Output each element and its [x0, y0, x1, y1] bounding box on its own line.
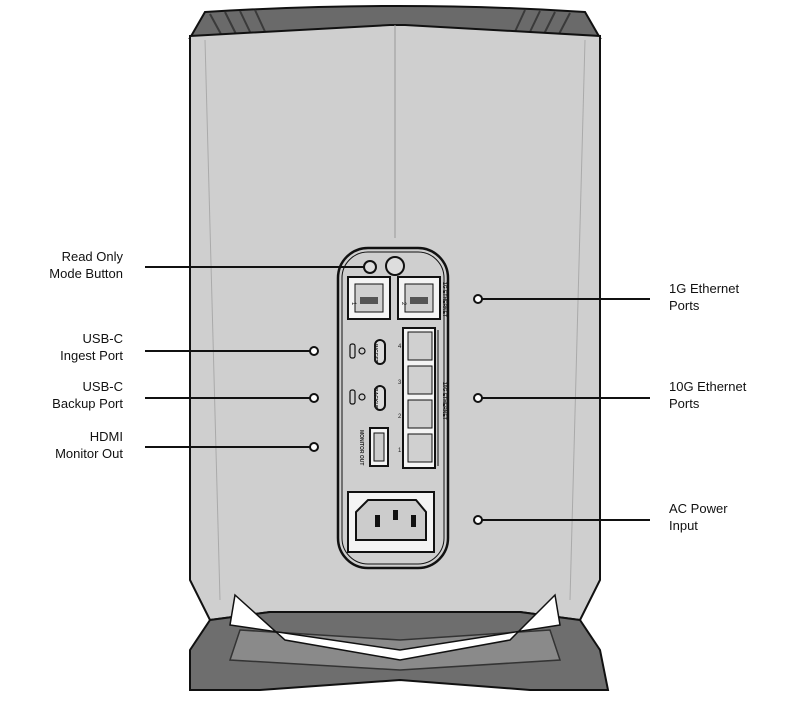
lock-hole	[385, 256, 405, 276]
1g-port-2-number: 2	[400, 302, 406, 306]
callout-line: Ingest Port	[60, 348, 123, 363]
callout-ac-power-input: AC Power Input	[669, 500, 779, 534]
10g-ethernet-label: 10G ETHERNET	[441, 382, 447, 420]
10g-port-4-number: 4	[398, 344, 402, 350]
1g-ethernet-port-1[interactable]	[347, 276, 391, 320]
10g-port-1-number: 1	[398, 448, 402, 454]
callout-hdmi-monitor-out: HDMI Monitor Out	[30, 428, 123, 462]
callout-line: Monitor Out	[55, 446, 123, 461]
10g-port-3-number: 3	[398, 380, 402, 386]
callout-line: 10G Ethernet	[669, 379, 747, 394]
10g-port-2-number: 2	[398, 414, 402, 420]
callout-line: USB-C	[82, 379, 123, 394]
stand	[189, 593, 610, 691]
monitor-out-label: MONITOR OUT	[358, 430, 364, 465]
1g-ethernet-label: 1G ETHERNET	[441, 282, 447, 317]
callout-line: HDMI	[89, 429, 123, 444]
hdmi-port[interactable]	[369, 427, 389, 467]
1g-port-1-number: 1	[350, 302, 356, 306]
ingest-label: INGEST	[372, 344, 378, 363]
read-only-button[interactable]	[363, 260, 377, 274]
callout-read-only-mode-button: Read Only Mode Button	[30, 248, 123, 282]
callout-line: AC Power	[669, 501, 728, 516]
callout-line: Backup Port	[52, 396, 123, 411]
callout-line: USB-C	[82, 331, 123, 346]
callout-line: 1G Ethernet	[669, 281, 740, 296]
callout-line: Read Only	[61, 249, 123, 264]
callout-1g-ethernet-ports: 1G Ethernet Ports	[669, 280, 779, 314]
callout-line: Input	[669, 518, 698, 533]
ac-power-input[interactable]	[347, 491, 435, 553]
callout-usb-c-backup-port: USB-C Backup Port	[30, 378, 123, 412]
backup-label: BACKUP	[372, 388, 378, 410]
callout-10g-ethernet-ports: 10G Ethernet Ports	[669, 378, 779, 412]
callout-lines	[145, 266, 650, 525]
usb-c-ingest-port[interactable]	[374, 339, 386, 365]
callout-line: Ports	[669, 396, 700, 411]
callout-usb-c-ingest-port: USB-C Ingest Port	[30, 330, 123, 364]
1g-ethernet-port-2[interactable]	[397, 276, 441, 320]
backup-usb-icon	[349, 389, 366, 405]
10g-ethernet-ports[interactable]	[402, 327, 436, 469]
usb-c-backup-port[interactable]	[374, 385, 386, 411]
callout-line: Ports	[669, 298, 700, 313]
callout-line: Mode Button	[49, 266, 123, 281]
ingest-usb-icon	[349, 343, 366, 359]
